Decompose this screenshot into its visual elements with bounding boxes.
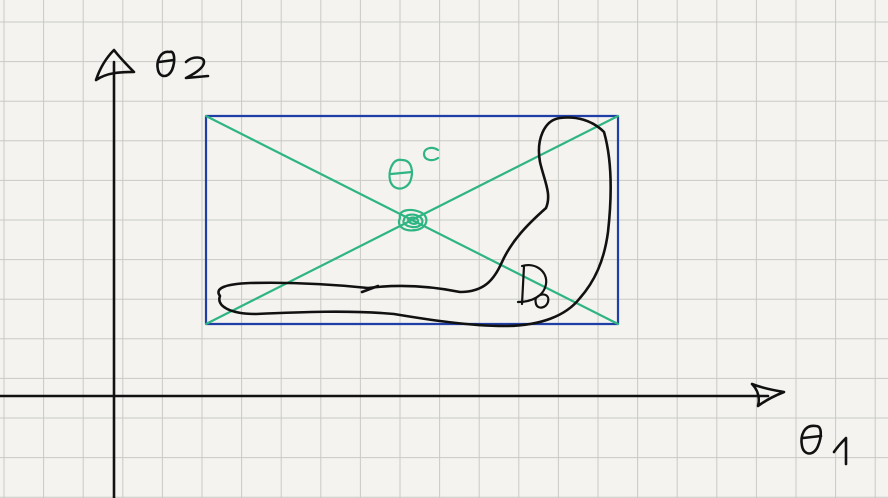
theta1-axis [0,382,786,408]
theta1-label-text: θ₁ [804,445,806,447]
region-d0-outline [217,116,612,328]
theta-c-label: θᶜ [388,146,440,190]
d0-text: D₀ [524,289,526,291]
theta2-label-text: θ₂ [160,69,162,71]
theta2-axis-label: θ₂ [156,50,210,80]
theta1-axis-label: θ₁ [800,424,848,466]
theta2-axis [94,48,136,498]
d0-label: D₀ [516,264,550,309]
bounding-box [204,114,620,326]
region-d0-inner-stroke [360,284,380,294]
bounding-box-diagonals [204,114,620,326]
center-point [397,208,428,232]
